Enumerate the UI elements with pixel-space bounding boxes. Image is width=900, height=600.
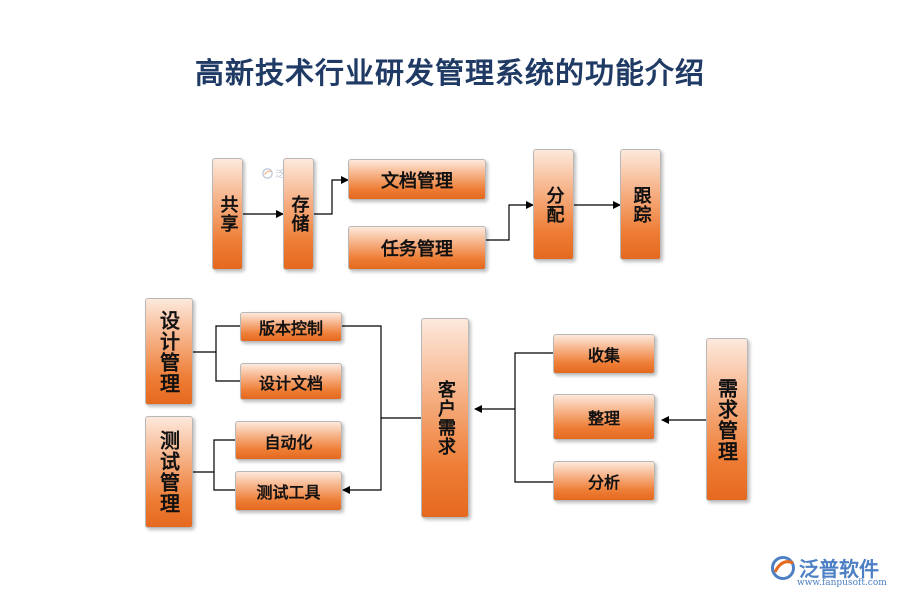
box-task-mgmt: 任务管理 (348, 226, 486, 270)
diagram-title: 高新技术行业研发管理系统的功能介绍 (194, 56, 705, 90)
box-test-tools: 测试工具 (235, 471, 342, 511)
box-design-doc: 设计文档 (240, 363, 342, 400)
box-design-mgmt: 设计管理 (145, 298, 193, 405)
box-share: 共享 (212, 158, 243, 270)
connector-test-branches (213, 439, 235, 491)
box-version-control: 版本控制 (240, 312, 342, 342)
box-organize: 整理 (553, 394, 655, 440)
connector-store-docmgmt (314, 176, 349, 215)
brand-logo: 泛普软件 (770, 553, 879, 582)
box-automation: 自动化 (235, 421, 342, 460)
box-assign: 分配 (533, 149, 574, 260)
connector-customer-to-testtools (342, 418, 382, 494)
box-track: 跟踪 (620, 149, 661, 260)
brand-logo-icon (771, 555, 795, 580)
box-customer-req: 客户需求 (421, 318, 469, 518)
box-doc-mgmt: 文档管理 (348, 159, 486, 200)
box-req-mgmt: 需求管理 (706, 338, 748, 501)
brand-url: www.fanpusoft.com (797, 578, 887, 588)
box-test-mgmt: 测试管理 (145, 416, 193, 528)
brand-name: 泛普软件 (799, 557, 879, 581)
connector-req-branches (514, 352, 553, 483)
connector-taskmgmt-assign (486, 201, 534, 241)
box-collect: 收集 (553, 334, 655, 374)
box-store: 存储 (283, 158, 314, 270)
connector-version-to-customer (342, 325, 421, 419)
box-analyze: 分析 (553, 461, 655, 501)
connector-design-branches (215, 325, 240, 382)
watermark-logo-icon (262, 168, 273, 179)
